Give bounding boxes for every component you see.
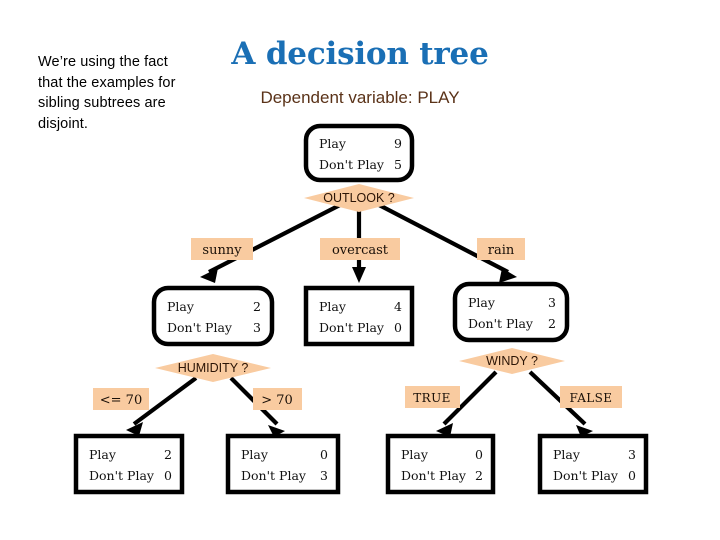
edge-label-rain: rain	[477, 238, 525, 260]
edge-label-rain-text: rain	[488, 243, 515, 258]
node-rain-play-label: Play	[468, 295, 496, 310]
edge-label-sunny-text: sunny	[202, 243, 242, 258]
edge-label-true-text: TRUE	[413, 391, 451, 405]
node-overcast[interactable]: Play 4 Don't Play 0	[303, 285, 415, 347]
page-subtitle: Dependent variable: PLAY	[260, 88, 460, 107]
decision-windy[interactable]: WINDY ?	[459, 348, 565, 374]
node-root[interactable]: Play 9 Don't Play 5	[303, 123, 415, 183]
leaf3-play-label: Play	[401, 447, 429, 462]
leaf1-play-count: 2	[164, 447, 172, 462]
edge-windy-true	[436, 370, 498, 437]
node-root-dontplay-label: Don't Play	[319, 157, 385, 172]
node-sunny-play-label: Play	[167, 299, 195, 314]
node-root-dontplay-count: 5	[394, 157, 402, 172]
leaf3-dontplay-count: 2	[475, 468, 483, 483]
node-sunny[interactable]: Play 2 Don't Play 3	[151, 285, 275, 347]
leaf2-dontplay-label: Don't Play	[241, 468, 307, 483]
decision-humidity[interactable]: HUMIDITY ?	[155, 354, 271, 382]
leaf4-play-label: Play	[553, 447, 581, 462]
speaker-note-text: We’re using the fact that the examples f…	[38, 54, 176, 133]
leaf1-dontplay-label: Don't Play	[89, 468, 155, 483]
leaf2-dontplay-count: 3	[320, 468, 328, 483]
leaf4-dontplay-label: Don't Play	[553, 468, 619, 483]
edge-label-false-text: FALSE	[570, 391, 613, 405]
node-humidity-gt70[interactable]: Play 0 Don't Play 3	[225, 433, 341, 495]
leaf4-play-count: 3	[628, 447, 636, 462]
edge-humidity-le70	[126, 376, 198, 436]
node-rain-dontplay-count: 2	[548, 316, 556, 331]
node-overcast-dontplay-label: Don't Play	[319, 320, 385, 335]
node-root-play-count: 9	[394, 136, 402, 151]
leaf3-dontplay-label: Don't Play	[401, 468, 467, 483]
edge-label-windy-true: TRUE	[405, 386, 460, 408]
decision-outlook-label: OUTLOOK ?	[323, 191, 395, 205]
decision-humidity-label: HUMIDITY ?	[178, 361, 249, 375]
node-sunny-dontplay-count: 3	[253, 320, 261, 335]
node-sunny-dontplay-label: Don't Play	[167, 320, 233, 335]
leaf2-play-label: Play	[241, 447, 269, 462]
node-overcast-play-count: 4	[394, 299, 402, 314]
node-windy-true[interactable]: Play 0 Don't Play 2	[385, 433, 496, 495]
edge-label-overcast-text: overcast	[332, 243, 389, 258]
leaf1-dontplay-count: 0	[164, 468, 172, 483]
node-rain-dontplay-label: Don't Play	[468, 316, 534, 331]
node-windy-false[interactable]: Play 3 Don't Play 0	[537, 433, 649, 495]
node-rain-play-count: 3	[548, 295, 556, 310]
edge-label-gt70-text: > 70	[261, 393, 293, 408]
node-sunny-play-count: 2	[253, 299, 261, 314]
decision-windy-label: WINDY ?	[486, 354, 538, 368]
edge-label-sunny: sunny	[191, 238, 253, 260]
leaf4-dontplay-count: 0	[628, 468, 636, 483]
node-root-play-label: Play	[319, 136, 347, 151]
leaf1-play-label: Play	[89, 447, 117, 462]
edge-label-humidity-gt70: > 70	[253, 388, 302, 410]
edge-label-le70-text: <= 70	[100, 393, 142, 408]
edge-label-overcast: overcast	[320, 238, 400, 260]
leaf2-play-count: 0	[320, 447, 328, 462]
decision-outlook[interactable]: OUTLOOK ?	[304, 184, 414, 212]
leaf3-play-count: 0	[475, 447, 483, 462]
edge-outlook-sunny	[200, 203, 341, 283]
page-title: A decision tree	[231, 36, 489, 72]
node-overcast-dontplay-count: 0	[394, 320, 402, 335]
node-overcast-play-label: Play	[319, 299, 347, 314]
edge-label-windy-false: FALSE	[560, 386, 622, 408]
edge-outlook-rain	[378, 203, 517, 283]
node-humidity-le70[interactable]: Play 2 Don't Play 0	[73, 433, 185, 495]
edge-label-humidity-le70: <= 70	[93, 388, 149, 410]
node-rain[interactable]: Play 3 Don't Play 2	[452, 281, 570, 343]
